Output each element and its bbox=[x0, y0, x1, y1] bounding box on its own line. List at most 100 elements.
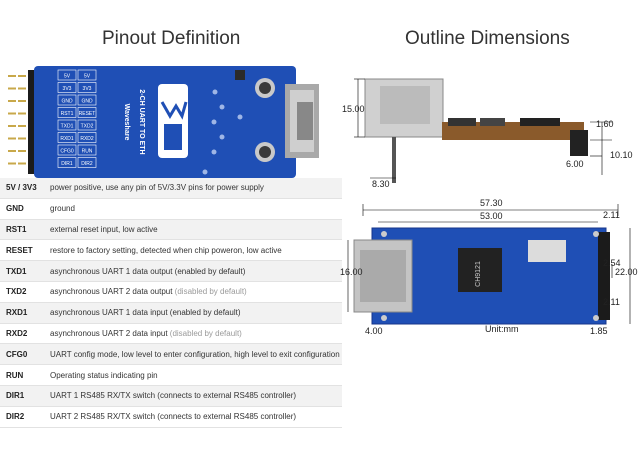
mounting-hole-icon bbox=[255, 78, 275, 162]
header-pin bbox=[8, 137, 16, 140]
silk-label-box bbox=[57, 107, 77, 118]
silk-label-box bbox=[77, 119, 97, 131]
pin-name: DIR2 bbox=[0, 406, 44, 428]
pin-description-text: ground bbox=[50, 204, 75, 214]
silk-label-box bbox=[77, 107, 97, 118]
pin-description: restore to factory setting, detected whe… bbox=[44, 239, 342, 262]
pinout-heading: Pinout Definition bbox=[102, 28, 241, 49]
pin-description: UART config mode, low level to enter con… bbox=[44, 343, 342, 366]
pin-description-text: UART 1 RS485 RX/TX switch (connects to e… bbox=[50, 391, 297, 401]
table-row: CFG0 UART config mode, low level to enter… bbox=[0, 343, 342, 366]
header-pin bbox=[18, 87, 26, 90]
silk-pin-label: RXD1 bbox=[60, 136, 74, 142]
dim-side-total: 10.10 bbox=[610, 150, 633, 160]
dim-top-inner-length: 53.00 bbox=[480, 211, 503, 221]
pin-header-icon bbox=[8, 70, 38, 174]
pin-name: GND bbox=[0, 198, 44, 220]
pin-description-text: asynchronous UART 1 data input (enabled … bbox=[50, 308, 241, 318]
pin-name: RESET bbox=[0, 239, 44, 262]
silk-label-box bbox=[57, 157, 77, 168]
pin-description-text: UART config mode, low level to enter con… bbox=[50, 349, 340, 359]
table-row: TXD1 asynchronous UART 1 data output (ena… bbox=[0, 260, 342, 282]
pin-description-text: Operating status indicating pin bbox=[50, 370, 158, 380]
table-row: RESET restore to factory setting, detecte… bbox=[0, 239, 342, 262]
pin-description: ground bbox=[44, 198, 342, 220]
silk-label-box bbox=[57, 82, 77, 93]
pin-description: asynchronous UART 2 data input (disabled… bbox=[44, 323, 342, 345]
pin-name: RUN bbox=[0, 364, 44, 386]
pin-description: asynchronous UART 1 data input (enabled … bbox=[44, 302, 342, 324]
dim-top-bottom-left: 4.00 bbox=[365, 326, 383, 336]
silk-pin-label: RUN bbox=[82, 149, 93, 155]
silk-label-box bbox=[57, 119, 77, 131]
dim-top-length: 57.30 bbox=[480, 198, 503, 208]
table-row: RUN Operating status indicating pin bbox=[0, 364, 342, 386]
pin-description-text: asynchronous UART 2 data output bbox=[50, 287, 175, 297]
table-row: GND ground bbox=[0, 198, 342, 220]
silk-label-box bbox=[77, 82, 97, 93]
silk-pin-label: 5V bbox=[84, 74, 91, 80]
silk-label-box bbox=[57, 132, 77, 143]
silk-pin-label: CFG0 bbox=[60, 149, 74, 155]
waveshare-logo-icon bbox=[158, 84, 188, 158]
silk-label-box bbox=[77, 132, 97, 143]
header-pin bbox=[18, 75, 26, 77]
header-pin bbox=[8, 112, 16, 115]
pin-note: (disabled by default) bbox=[169, 328, 242, 338]
pin-name: TXD2 bbox=[0, 281, 44, 303]
board-silk-brand: Waveshare bbox=[123, 104, 130, 141]
silk-label-box bbox=[57, 69, 77, 81]
pin-description: UART 2 RS485 RX/TX switch (connects to e… bbox=[44, 406, 342, 428]
silk-pin-label: RESET bbox=[79, 111, 96, 117]
unit-label: Unit:mm bbox=[485, 324, 519, 334]
silk-label-box bbox=[77, 94, 97, 106]
silk-pin-label: TXD2 bbox=[81, 124, 94, 130]
header-pin bbox=[8, 100, 16, 102]
pin-description: external reset input, low active bbox=[44, 219, 342, 241]
silk-label-box bbox=[77, 144, 97, 156]
dim-top-hole-offset: 2.11 bbox=[603, 297, 620, 307]
pin-name: RXD1 bbox=[0, 302, 44, 324]
header-pin bbox=[18, 100, 26, 102]
header-pin bbox=[8, 125, 16, 127]
table-row: RXD1 asynchronous UART 1 data input (enab… bbox=[0, 302, 342, 324]
dim-side-pin: 6.00 bbox=[566, 159, 584, 169]
dim-top-height: 16.00 bbox=[340, 267, 363, 277]
pin-description: Operating status indicating pin bbox=[44, 364, 342, 386]
header-pin bbox=[18, 137, 26, 140]
top-view: CH9121 bbox=[347, 204, 631, 325]
dim-side-offset: 8.30 bbox=[372, 179, 390, 189]
silk-pin-label: 3V3 bbox=[83, 86, 92, 92]
pin-name: CFG0 bbox=[0, 343, 44, 366]
dim-top-bottom-right: 1.85 bbox=[590, 326, 608, 336]
dim-top-right-margin: 2.11 bbox=[603, 210, 620, 220]
silk-pin-label: 5V bbox=[64, 74, 71, 80]
silk-label-box bbox=[57, 144, 77, 156]
pin-name: RXD2 bbox=[0, 323, 44, 345]
pin-description-text: power positive, use any pin of 5V/3.3V p… bbox=[50, 183, 264, 193]
pin-description-text: restore to factory setting, detected whe… bbox=[50, 245, 282, 255]
silk-pin-label: RXD2 bbox=[80, 136, 94, 142]
silk-pin-label: RST1 bbox=[61, 111, 74, 117]
header-pin bbox=[18, 162, 26, 165]
header-pin bbox=[18, 125, 26, 127]
pin-name: TXD1 bbox=[0, 260, 44, 282]
header-pin bbox=[8, 87, 16, 90]
chip-label: CH9121 bbox=[475, 261, 482, 287]
silk-pin-label: DIR2 bbox=[81, 161, 93, 167]
pin-description-text: asynchronous UART 2 data input bbox=[50, 328, 170, 338]
silk-label-box bbox=[77, 69, 97, 81]
pin-note: (disabled by default) bbox=[174, 287, 247, 297]
dim-side-height: 15.00 bbox=[342, 104, 365, 114]
pin-description-text: asynchronous UART 1 data output (enabled… bbox=[50, 266, 246, 276]
header-pin bbox=[18, 150, 26, 152]
header-pin bbox=[8, 75, 16, 77]
pin-description-text: external reset input, low active bbox=[50, 224, 158, 234]
silk-label-box bbox=[57, 94, 77, 106]
